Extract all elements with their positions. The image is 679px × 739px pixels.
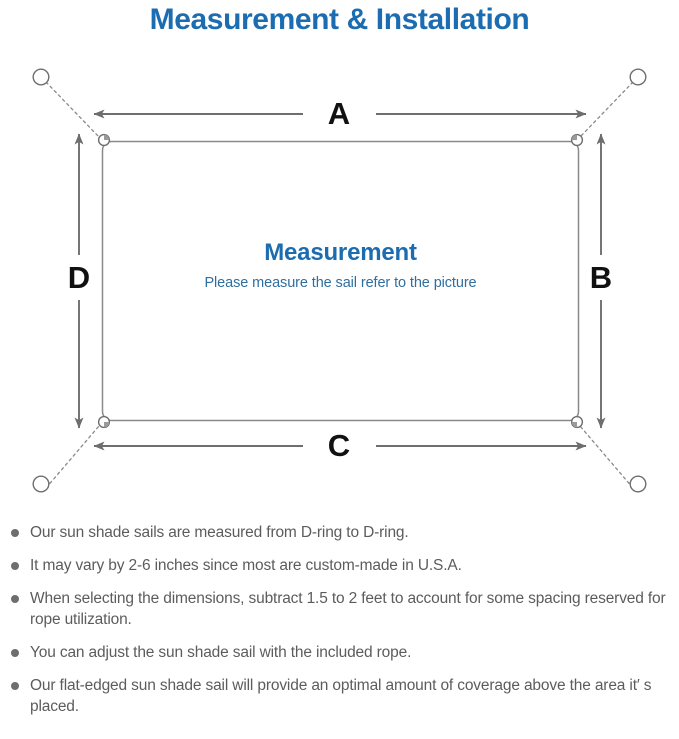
d-ring-wedge-bottom-right <box>571 422 577 428</box>
rope-line-top-left <box>45 81 100 138</box>
bullet-icon <box>11 595 19 603</box>
rope-lines <box>45 81 634 489</box>
d-ring-shading <box>104 134 577 428</box>
list-item: It may vary by 2-6 inches since most are… <box>0 555 673 576</box>
diagram-center-title: Measurement <box>264 239 417 266</box>
d-ring-wedge-top-left <box>104 134 110 140</box>
dimension-label-d: D <box>67 260 91 295</box>
anchor-point-top-right <box>629 68 647 86</box>
bullet-icon <box>11 562 19 570</box>
sail-rectangle <box>101 140 580 422</box>
diagram-svg <box>32 68 647 493</box>
list-item: Our sun shade sails are measured from D-… <box>0 522 673 543</box>
rope-line-top-right <box>579 81 634 138</box>
list-item: Our flat-edged sun shade sail will provi… <box>0 675 673 717</box>
measurement-diagram: A B C D Measurement Please measure the s… <box>0 48 679 513</box>
diagram-center-caption: Measurement Please measure the sail refe… <box>102 238 579 293</box>
bullet-icon <box>11 682 19 690</box>
anchor-point-bottom-left <box>32 475 50 493</box>
dimension-arrows <box>74 109 606 451</box>
notes-list: Our sun shade sails are measured from D-… <box>0 522 679 717</box>
d-rings <box>97 133 584 429</box>
dimension-label-c: C <box>327 428 351 463</box>
note-text: It may vary by 2-6 inches since most are… <box>30 557 462 574</box>
note-text: When selecting the dimensions, subtract … <box>30 590 666 628</box>
dimension-label-b: B <box>589 260 613 295</box>
list-item: When selecting the dimensions, subtract … <box>0 588 673 630</box>
bullet-icon <box>11 529 19 537</box>
list-item: You can adjust the sun shade sail with t… <box>0 642 673 663</box>
rope-line-bottom-right <box>579 425 634 489</box>
note-text: You can adjust the sun shade sail with t… <box>30 644 412 661</box>
dimension-label-a: A <box>327 96 351 131</box>
rope-line-bottom-left <box>45 425 100 489</box>
anchor-points <box>32 68 647 493</box>
d-ring-wedge-bottom-left <box>104 422 110 428</box>
note-text: Our flat-edged sun shade sail will provi… <box>30 677 652 715</box>
diagram-center-subtitle: Please measure the sail refer to the pic… <box>204 275 477 291</box>
anchor-point-bottom-right <box>629 475 647 493</box>
note-text: Our sun shade sails are measured from D-… <box>30 524 409 541</box>
anchor-point-top-left <box>32 68 50 86</box>
bullet-icon <box>11 649 19 657</box>
d-ring-wedge-top-right <box>571 134 577 140</box>
page-title: Measurement & Installation <box>149 3 530 36</box>
